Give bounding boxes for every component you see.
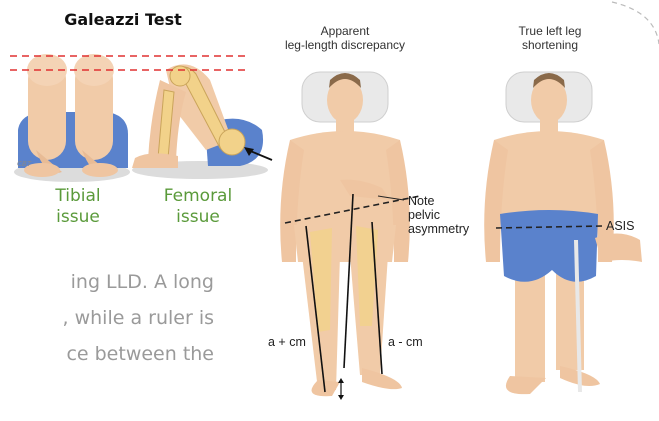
examiner-hand xyxy=(595,233,642,262)
note-pelvic-asymmetry: Note pelvic asymmetry xyxy=(408,194,469,236)
left-measure-label: a + cm xyxy=(268,335,306,349)
true-shortening-figure xyxy=(484,72,642,394)
right-measure-label: a - cm xyxy=(388,335,423,349)
shorts-right xyxy=(500,210,598,282)
galeazzi-title: Galeazzi Test xyxy=(58,10,188,29)
femoral-issue-label: Femoral issue xyxy=(148,186,248,228)
femoral-side-figure xyxy=(132,64,272,179)
body-text-line-3: ce between the xyxy=(0,340,214,369)
caption-apparent-lld: Apparent leg-length discrepancy xyxy=(266,24,424,52)
galeazzi-illustration xyxy=(10,54,272,182)
asis-label: ASIS xyxy=(606,219,635,233)
tibial-issue-label: Tibial issue xyxy=(28,186,128,228)
caption-true-shortening: True left leg shortening xyxy=(490,24,610,52)
torso-right xyxy=(494,131,604,220)
body-text-line-1: ing LLD. A long xyxy=(0,268,214,297)
watermark: CBT xyxy=(17,161,31,168)
body-text-line-2: , while a ruler is xyxy=(0,304,214,333)
apparent-lld-figure xyxy=(280,72,420,400)
page-corner-curve xyxy=(612,2,659,44)
tibial-knees-figure xyxy=(14,54,130,182)
